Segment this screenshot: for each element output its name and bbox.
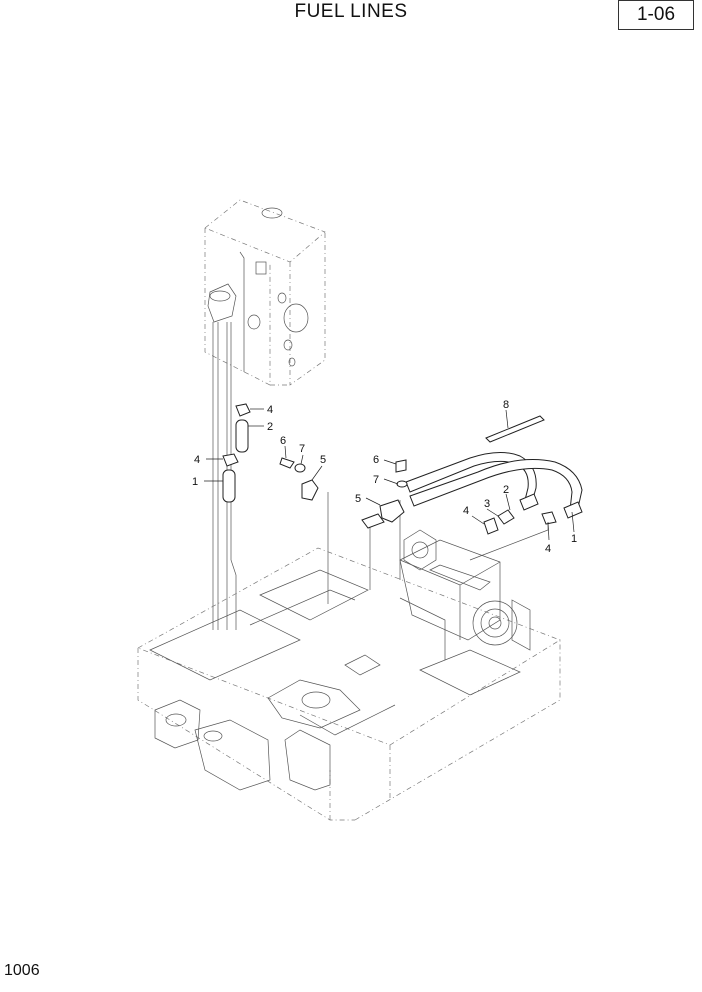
callout-label: 6 bbox=[280, 435, 286, 447]
callout-label: 1 bbox=[571, 533, 577, 545]
callout-label: 1 bbox=[192, 476, 198, 488]
fuel-tank bbox=[204, 199, 326, 386]
callout-label: 5 bbox=[320, 454, 326, 466]
callout-label: 2 bbox=[267, 421, 273, 433]
callout-label: 4 bbox=[545, 543, 551, 555]
callout-label: 5 bbox=[355, 493, 361, 505]
page-title: FUEL LINES bbox=[294, 1, 408, 22]
callout-label: 7 bbox=[373, 474, 379, 486]
machine-frame bbox=[137, 547, 561, 821]
leader-lines bbox=[204, 408, 575, 541]
engine bbox=[399, 529, 531, 651]
fuel-line-drops bbox=[212, 322, 549, 630]
document-number: 1006 bbox=[4, 962, 40, 979]
small-parts bbox=[222, 403, 545, 529]
callout-label: 2 bbox=[503, 484, 509, 496]
callout-label: 8 bbox=[503, 399, 509, 411]
callout-labels: 4 2 4 1 6 7 5 6 7 5 8 4 3 2 4 1 bbox=[192, 399, 577, 555]
callout-label: 6 bbox=[373, 454, 379, 466]
callout-label: 4 bbox=[267, 404, 273, 416]
fuel-hose-assembly bbox=[405, 452, 583, 535]
callout-label: 4 bbox=[463, 505, 469, 517]
page-code-box: 1-06 bbox=[618, 0, 694, 30]
callout-label: 7 bbox=[299, 443, 305, 455]
callout-label: 4 bbox=[194, 454, 200, 466]
callout-label: 3 bbox=[484, 498, 490, 510]
